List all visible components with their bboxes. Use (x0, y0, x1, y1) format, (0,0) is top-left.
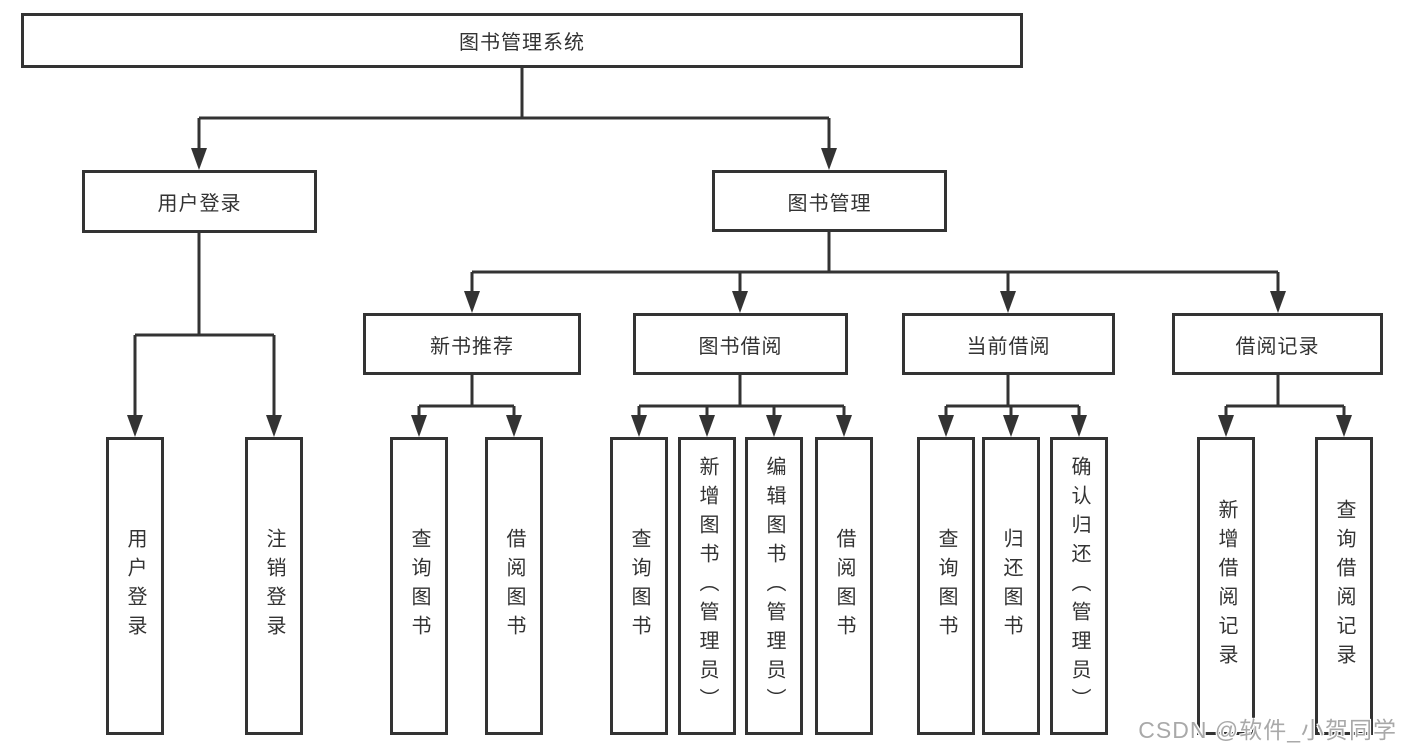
arrowhead (732, 291, 748, 313)
node-borrowing-records: 借阅记录 (1172, 313, 1383, 375)
node-leaf-add-books-admin: 新增图书（管理员） (678, 437, 736, 735)
arrowhead (631, 415, 647, 437)
node-leaf-return-books: 归还图书 (982, 437, 1040, 735)
arrowhead (1000, 291, 1016, 313)
connector-newbookrec-to-leaves (417, 375, 516, 415)
arrowhead (836, 415, 852, 437)
arrowhead (191, 148, 207, 170)
node-leaf-edit-books-admin: 编辑图书（管理员） (745, 437, 803, 735)
arrowhead (699, 415, 715, 437)
node-leaf-query-books-3: 查询图书 (917, 437, 975, 735)
node-leaf-user-login: 用户登录 (106, 437, 164, 735)
arrowhead (821, 148, 837, 170)
connector-bookborrow-to-leaves (637, 375, 846, 415)
node-book-borrowing: 图书借阅 (633, 313, 848, 375)
arrowhead (1071, 415, 1087, 437)
arrowhead (266, 415, 282, 437)
connector-root-to-level2 (197, 68, 831, 148)
connector-userlogin-to-leaves (133, 233, 276, 415)
connector-borrowrecords-to-leaves (1224, 375, 1346, 415)
node-leaf-query-books-1: 查询图书 (390, 437, 448, 735)
connector-currentborrow-to-leaves (944, 375, 1081, 415)
node-leaf-borrow-books-1: 借阅图书 (485, 437, 543, 735)
arrowhead (1003, 415, 1019, 437)
node-current-borrowing: 当前借阅 (902, 313, 1115, 375)
connector-bookmgmt-to-level3 (470, 232, 1280, 291)
node-leaf-query-books-2: 查询图书 (610, 437, 668, 735)
node-leaf-query-borrow-record: 查询借阅记录 (1315, 437, 1373, 735)
arrowhead (938, 415, 954, 437)
node-leaf-logout: 注销登录 (245, 437, 303, 735)
arrowhead (411, 415, 427, 437)
arrowhead (127, 415, 143, 437)
arrowhead (464, 291, 480, 313)
arrowhead (1270, 291, 1286, 313)
node-new-book-recommend: 新书推荐 (363, 313, 581, 375)
arrowhead (1336, 415, 1352, 437)
node-root-library-system: 图书管理系统 (21, 13, 1023, 68)
arrowhead (1218, 415, 1234, 437)
csdn-watermark: CSDN @软件_小贺同学 (1138, 717, 1397, 743)
node-leaf-confirm-return-admin: 确认归还（管理员） (1050, 437, 1108, 735)
arrowhead (506, 415, 522, 437)
node-user-login: 用户登录 (82, 170, 317, 233)
node-book-management: 图书管理 (712, 170, 947, 232)
node-leaf-borrow-books-2: 借阅图书 (815, 437, 873, 735)
arrowhead (766, 415, 782, 437)
node-leaf-add-borrow-record: 新增借阅记录 (1197, 437, 1255, 735)
